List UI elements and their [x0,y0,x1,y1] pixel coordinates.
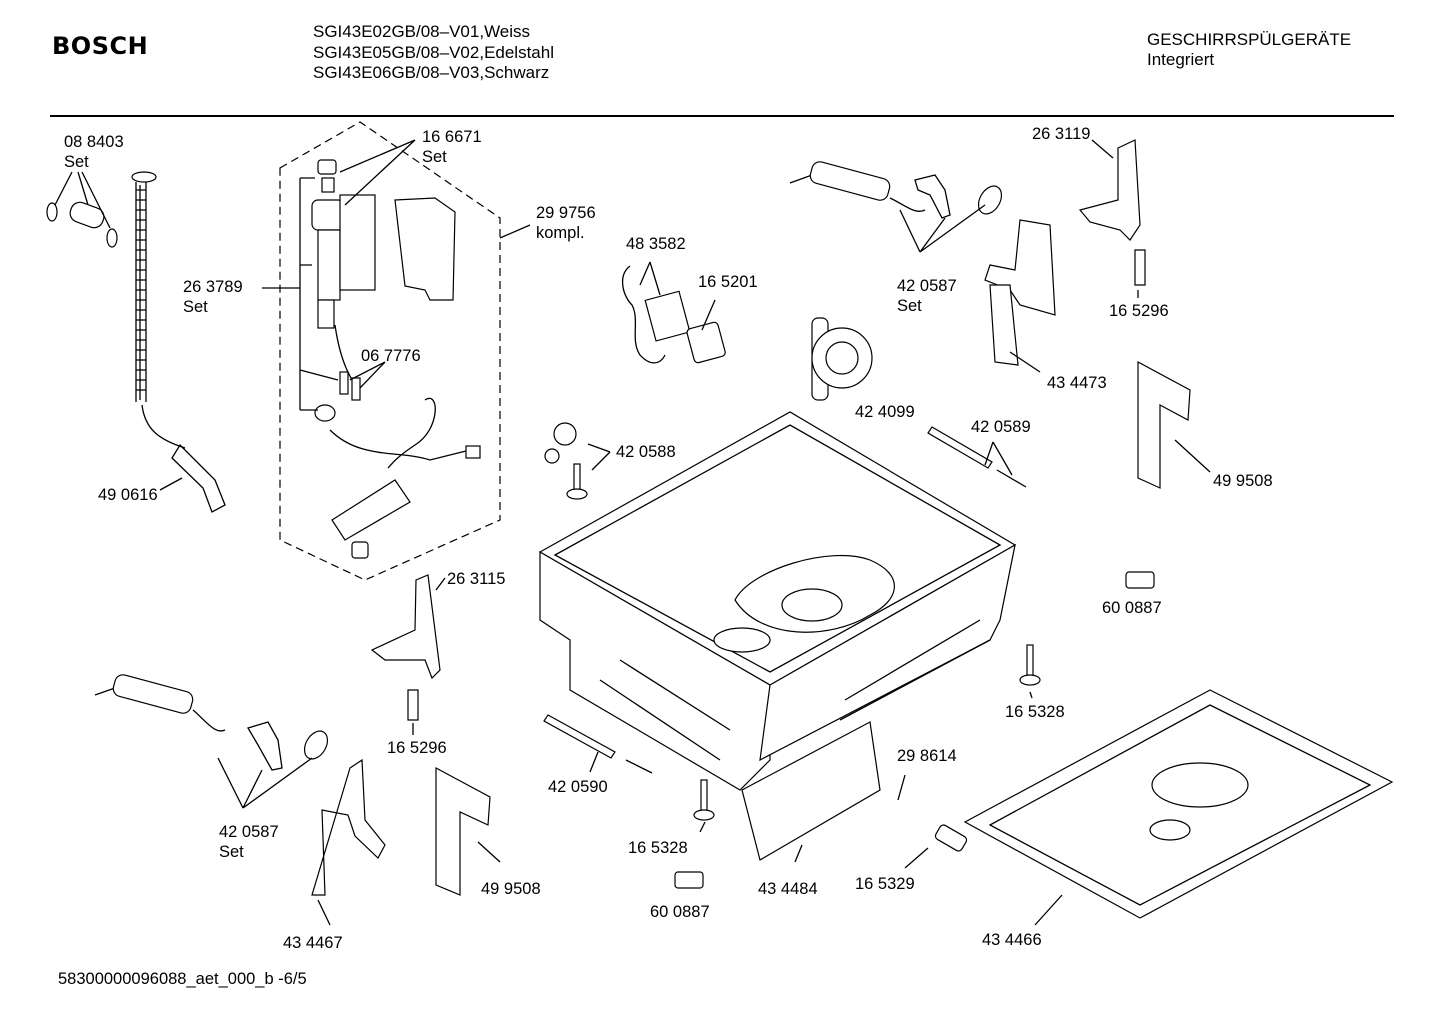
part-label-434467: 43 4467 [283,934,343,952]
hose-clamp-set-drawing [46,201,118,248]
part-label-420589: 42 0589 [971,418,1031,436]
part-label-165328-bottom: 16 5328 [628,839,688,857]
part-label-166671: 16 6671 Set [422,128,482,166]
part-label-420588: 42 0588 [616,443,676,461]
pin-drawing [996,469,1027,488]
model-list: SGI43E02GB/08–V01,Weiss SGI43E05GB/08–V0… [313,22,554,84]
inlet-valve-drawing [311,159,481,559]
door-spring-bottom-drawing [94,674,329,771]
part-label-490616: 49 0616 [98,486,158,504]
guide-rod-drawing [543,714,616,759]
adjustable-foot-drawing [566,463,1041,821]
hinge-bracket-bottom-drawing [311,758,386,896]
part-label-420587-top: 42 0587 Set [897,277,957,315]
kick-plate-drawing [741,721,881,861]
model-line: SGI43E06GB/08–V03,Schwarz [313,63,550,82]
part-label-434466: 43 4466 [982,931,1042,949]
assembly-outline [279,121,501,581]
clip-drawing [407,689,419,721]
spacer-block-drawing [1125,571,1155,589]
part-label-165329: 16 5329 [855,875,915,893]
hinge-bracket-top-drawing [984,139,1146,366]
gear-wheel-drawing [544,448,560,464]
part-label-165201: 16 5201 [698,273,758,291]
category-subtitle: Integriert [1147,50,1215,69]
document-id: 58300000096088_aet_000_b -6/5 [58,970,307,988]
door-spring-top-drawing [789,161,1003,219]
part-label-067776: 06 7776 [361,347,421,365]
category-block: GESCHIRRSPÜLGERÄTE Integriert [1147,30,1351,70]
brand-logo: BOSCH [52,32,149,60]
part-label-298614: 29 8614 [897,747,957,765]
part-label-434473: 43 4473 [1047,374,1107,392]
part-label-420587-bottom: 42 0587 Set [219,823,279,861]
part-label-600887-right: 60 0887 [1102,599,1162,617]
part-label-263115: 26 3115 [447,570,506,588]
part-label-434484: 43 4484 [758,880,818,898]
part-label-165328-right: 16 5328 [1005,703,1065,721]
header-divider [50,115,1394,117]
sensor-parts-drawing [622,265,726,364]
spacer-block-drawing [674,871,704,889]
part-label-263119: 26 3119 [1032,125,1091,143]
part-label-424099: 42 4099 [855,403,915,421]
part-label-088403: 08 8403 Set [64,133,124,171]
part-label-299756: 29 9756 kompl. [536,204,596,242]
part-label-420590: 42 0590 [548,778,608,796]
part-label-165296-top: 16 5296 [1109,302,1169,320]
model-line: SGI43E05GB/08–V02,Edelstahl [313,42,554,62]
connector-drawing [934,824,968,852]
part-label-483582: 48 3582 [626,235,686,253]
part-label-165296-bottom: 16 5296 [387,739,447,757]
category-title: GESCHIRRSPÜLGERÄTE [1147,30,1352,49]
gear-wheel-drawing [553,422,577,446]
part-label-499508-right: 49 9508 [1213,472,1273,490]
part-label-600887-bottom: 60 0887 [650,903,710,921]
pin-drawing [625,759,653,774]
hinge-bracket-middle-drawing [370,574,441,680]
model-line: SGI43E02GB/08–V01,Weiss [313,22,531,41]
guide-rod-drawing [927,426,993,469]
drain-hose-drawing [131,171,226,513]
dishwasher-tub-drawing [538,411,1017,791]
side-panel-left-drawing [435,766,491,896]
leader-lines [54,139,1211,926]
circulation-pump-drawing [811,317,873,401]
part-label-263789: 26 3789 Set [183,278,243,316]
part-label-499508-bottom: 49 9508 [481,880,541,898]
side-panel-right-drawing [1137,360,1191,489]
